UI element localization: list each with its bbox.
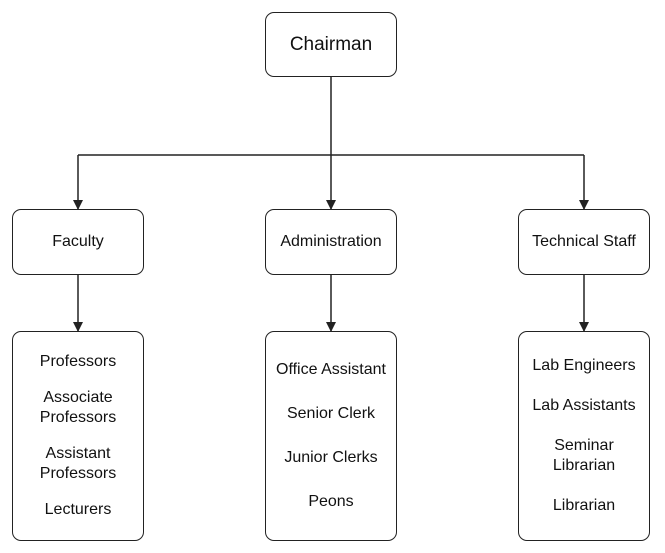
list-item-office-assistant: Office Assistant	[276, 361, 386, 378]
list-item-professors: Professors	[39, 353, 117, 370]
list-item-librarian: Librarian	[552, 497, 616, 514]
administration-node: Administration	[265, 209, 397, 275]
technical-staff-members-list: Lab Engineers Lab Assistants Seminar Lib…	[518, 331, 650, 541]
technical-staff-label: Technical Staff	[532, 233, 636, 250]
chairman-label: Chairman	[289, 33, 373, 55]
list-item-seminar-librarian: Seminar Librarian	[552, 437, 616, 474]
faculty-members-list: Professors Associate Professors Assistan…	[12, 331, 144, 541]
list-item-associate-professors: Associate Professors	[39, 389, 117, 426]
list-item-junior-clerks: Junior Clerks	[284, 449, 378, 466]
list-item-lab-engineers: Lab Engineers	[532, 357, 636, 374]
chairman-node: Chairman	[265, 12, 397, 77]
list-item-lab-assistants: Lab Assistants	[532, 397, 636, 414]
administration-members-list: Office Assistant Senior Clerk Junior Cle…	[265, 331, 397, 541]
list-item-senior-clerk: Senior Clerk	[286, 405, 376, 422]
list-item-peons: Peons	[308, 493, 354, 510]
administration-label: Administration	[280, 233, 382, 250]
list-item-assistant-professors: Assistant Professors	[39, 445, 117, 482]
technical-staff-node: Technical Staff	[518, 209, 650, 275]
faculty-node: Faculty	[12, 209, 144, 275]
faculty-label: Faculty	[52, 233, 104, 250]
list-item-lecturers: Lecturers	[44, 501, 112, 518]
